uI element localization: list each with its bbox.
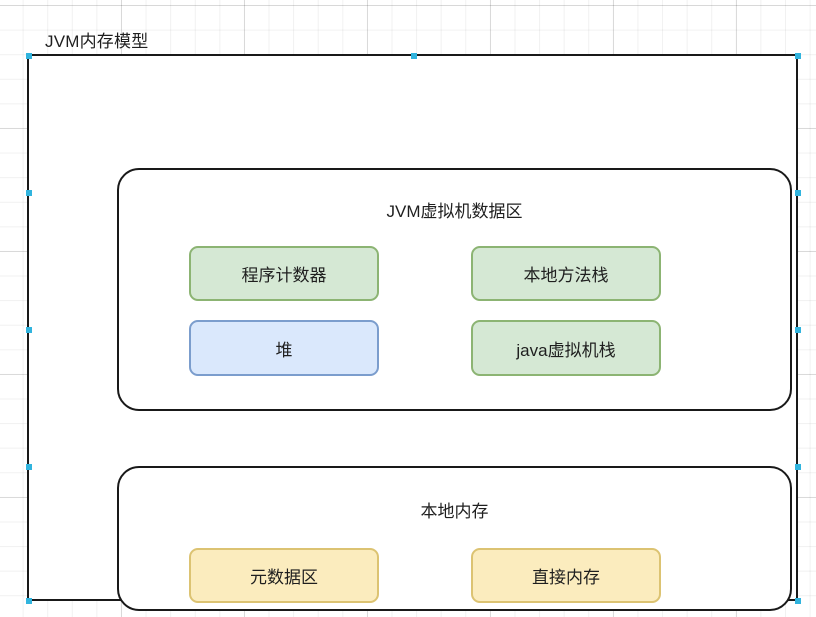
outer-frame-shape[interactable]: JVM虚拟机数据区 程序计数器 本地方法栈 堆 java虚拟机栈 本地内存 元数…	[26, 53, 801, 611]
node-java-virtual-machine-stack[interactable]: java虚拟机栈	[471, 320, 661, 376]
node-program-counter-register[interactable]: 程序计数器	[189, 246, 379, 301]
node-label: 堆	[275, 340, 293, 360]
selection-handle-bottom-right[interactable]	[795, 598, 801, 604]
node-label: 直接内存	[532, 568, 600, 587]
selection-handle-left-middle[interactable]	[26, 327, 32, 333]
group-jvm-runtime-data-area[interactable]: JVM虚拟机数据区 程序计数器 本地方法栈 堆 java虚拟机栈	[117, 168, 792, 411]
selection-handle-right-upper[interactable]	[795, 190, 801, 196]
node-label: 元数据区	[250, 568, 318, 587]
group-title-native-memory: 本地内存	[420, 502, 489, 521]
node-native-method-stack[interactable]: 本地方法栈	[471, 246, 661, 301]
group-native-memory[interactable]: 本地内存 元数据区 直接内存	[117, 466, 792, 611]
node-heap[interactable]: 堆	[189, 320, 379, 376]
selection-handle-right-middle[interactable]	[795, 327, 801, 333]
group-title-jvm-runtime: JVM虚拟机数据区	[386, 202, 523, 221]
selection-handle-top-left[interactable]	[26, 53, 32, 59]
selection-handle-left-lower[interactable]	[26, 464, 32, 470]
selection-handle-left-upper[interactable]	[26, 190, 32, 196]
node-label: 程序计数器	[241, 266, 327, 285]
selection-handle-top-center[interactable]	[411, 53, 417, 59]
selection-handle-right-lower[interactable]	[795, 464, 801, 470]
node-label: java虚拟机栈	[516, 340, 616, 360]
selection-handle-bottom-left[interactable]	[26, 598, 32, 604]
selection-handle-top-right[interactable]	[795, 53, 801, 59]
node-metaspace[interactable]: 元数据区	[189, 548, 379, 603]
node-label: 本地方法栈	[523, 266, 609, 285]
page-title: JVM内存模型	[45, 32, 149, 51]
node-direct-memory[interactable]: 直接内存	[471, 548, 661, 603]
